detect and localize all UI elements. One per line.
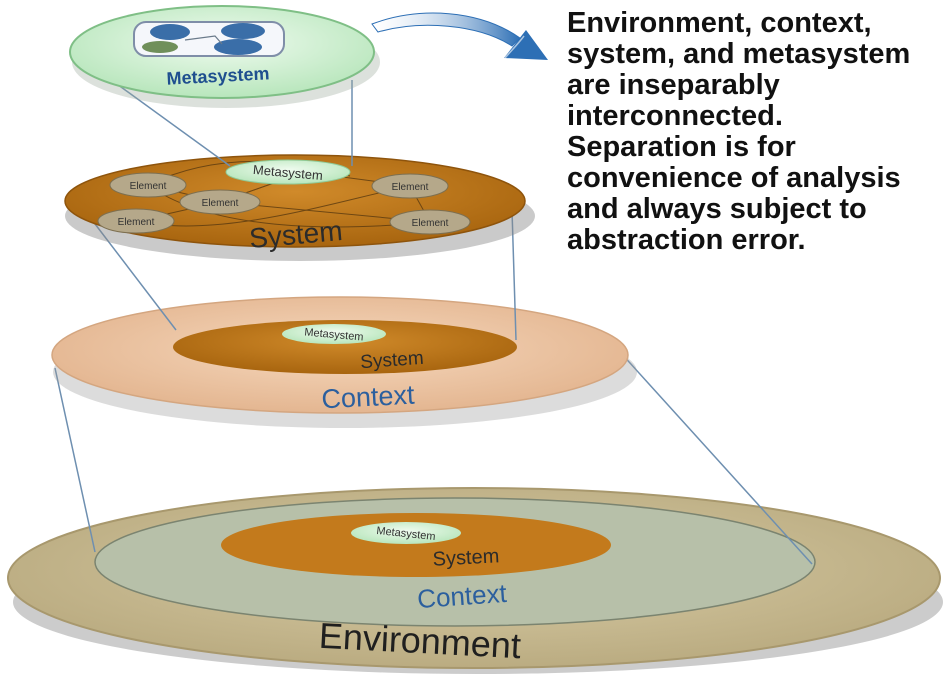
environment-system-disc — [221, 513, 611, 577]
element-node — [389, 209, 471, 235]
caption-line: Separation is for — [567, 131, 796, 163]
system-metasystem-label: Metasystem — [252, 162, 323, 183]
context-layer: Metasystem System Context — [51, 296, 637, 428]
curved-arrow-icon — [371, 12, 548, 60]
system-metasystem-disc — [225, 159, 351, 185]
environment-metasystem-disc — [351, 522, 461, 544]
element-node — [97, 208, 175, 234]
element-label: Element — [412, 218, 449, 229]
environment-context-label: Context — [416, 578, 508, 614]
element-node — [371, 173, 449, 199]
caption-line: are inseparably — [567, 69, 780, 101]
system-layer: Element Element Element Element Element … — [64, 154, 535, 261]
environment-layer: Metasystem System Context Environment — [7, 487, 943, 674]
caption-line: abstraction error. — [567, 224, 806, 256]
environment-system-label: System — [432, 545, 500, 570]
context-metasystem-disc — [282, 324, 386, 344]
element-node — [109, 172, 187, 198]
element-node — [179, 189, 261, 215]
caption-text: Environment, context, system, and metasy… — [567, 8, 939, 256]
caption-line: convenience of analysis — [567, 162, 901, 194]
caption-line: Environment, context, — [567, 7, 872, 39]
caption-line: system, and metasystem — [567, 38, 911, 70]
metasystem-thumbnail-icon — [133, 21, 285, 57]
element-label: Element — [392, 182, 429, 193]
element-label: Element — [202, 198, 239, 209]
context-context-label: Context — [321, 380, 416, 415]
element-label: Element — [130, 181, 167, 192]
context-system-label: System — [360, 348, 425, 373]
connector-lines-context-environment — [54, 351, 813, 565]
connector-lines-system-context — [91, 209, 517, 341]
element-label: Element — [118, 217, 155, 228]
caption-line: and always subject to — [567, 193, 867, 225]
caption-line: interconnected. — [567, 100, 783, 132]
metasystem-layer: Metasystem — [69, 5, 380, 108]
context-system-disc — [173, 320, 517, 374]
context-metasystem-label: Metasystem — [304, 326, 364, 343]
